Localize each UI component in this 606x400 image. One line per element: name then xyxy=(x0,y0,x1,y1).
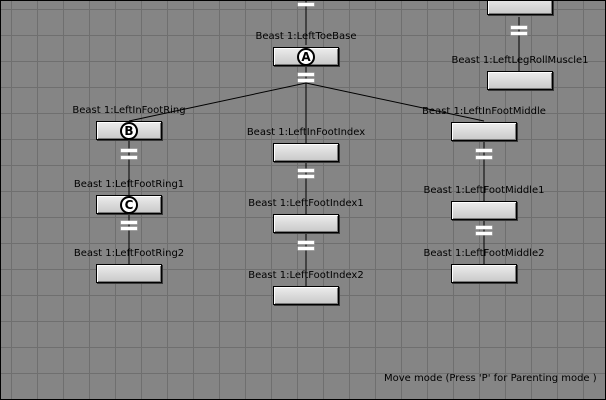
node-left-foot-ring2[interactable]: Beast 1:LeftFootRing2 xyxy=(74,248,184,283)
link-marker xyxy=(121,221,137,224)
node-label: Beast 1:LeftFootMiddle2 xyxy=(423,248,545,259)
node-left-foot-ring1[interactable]: Beast 1:LeftFootRing1 C xyxy=(74,179,184,214)
node-button[interactable] xyxy=(487,1,553,15)
node-label: Beast 1:LeftToeBase xyxy=(255,31,357,42)
node-button[interactable]: C xyxy=(96,195,162,214)
link-marker xyxy=(298,175,314,178)
node-button[interactable] xyxy=(96,264,162,283)
node-button[interactable] xyxy=(451,122,517,141)
node-label: Beast 1:LeftFootIndex1 xyxy=(248,198,364,209)
marker-a: A xyxy=(297,47,315,66)
marker-c: C xyxy=(120,195,138,214)
link-marker xyxy=(298,169,314,172)
node-left-in-foot-middle[interactable]: Beast 1:LeftInFootMiddle xyxy=(422,106,546,141)
node-left-leg-roll-muscle1[interactable]: Beast 1:LeftLegRollMuscle1 xyxy=(451,55,589,90)
link-marker xyxy=(511,32,527,35)
link-marker xyxy=(476,149,492,152)
node-label: Beast 1:LeftFootMiddle1 xyxy=(423,185,545,196)
link-marker xyxy=(476,226,492,229)
node-button[interactable] xyxy=(273,286,339,305)
node-label: Beast 1:LeftInFootIndex xyxy=(246,127,366,138)
node-button[interactable] xyxy=(273,214,339,233)
node-left-foot-middle2[interactable]: Beast 1:LeftFootMiddle2 xyxy=(424,248,544,283)
status-text: Move mode (Press 'P' for Parenting mode … xyxy=(384,373,597,384)
node-button[interactable] xyxy=(487,71,553,90)
link-marker xyxy=(121,156,137,159)
link-marker xyxy=(298,73,314,76)
node-top-right-partial[interactable] xyxy=(487,1,553,15)
node-label: Beast 1:LeftLegRollMuscle1 xyxy=(451,55,589,66)
link-marker xyxy=(511,26,527,29)
node-label: Beast 1:LeftFootRing2 xyxy=(73,248,185,259)
node-left-foot-index2[interactable]: Beast 1:LeftFootIndex2 xyxy=(248,270,364,305)
link-marker xyxy=(298,241,314,244)
marker-b: B xyxy=(120,121,138,140)
link-marker xyxy=(476,156,492,159)
link-marker xyxy=(121,149,137,152)
node-left-foot-middle1[interactable]: Beast 1:LeftFootMiddle1 xyxy=(424,185,544,220)
node-button[interactable]: B xyxy=(96,121,162,140)
node-label: Beast 1:LeftFootIndex2 xyxy=(248,270,364,281)
node-label: Beast 1:LeftFootRing1 xyxy=(73,179,185,190)
node-button[interactable] xyxy=(451,201,517,220)
node-left-toe-base[interactable]: Beast 1:LeftToeBase A xyxy=(255,31,357,66)
node-left-in-foot-index[interactable]: Beast 1:LeftInFootIndex xyxy=(247,127,365,162)
node-left-foot-index1[interactable]: Beast 1:LeftFootIndex1 xyxy=(248,198,364,233)
link-marker xyxy=(121,227,137,230)
node-button[interactable] xyxy=(273,143,339,162)
node-label: Beast 1:LeftInFootMiddle xyxy=(422,106,546,117)
node-button[interactable]: A xyxy=(273,47,339,66)
link-marker xyxy=(298,79,314,82)
node-button[interactable] xyxy=(451,264,517,283)
link-marker xyxy=(476,232,492,235)
link-marker xyxy=(298,3,314,6)
link-marker xyxy=(298,247,314,250)
node-label: Beast 1:LeftInFootRing xyxy=(72,105,186,116)
node-left-in-foot-ring[interactable]: Beast 1:LeftInFootRing B xyxy=(72,105,186,140)
